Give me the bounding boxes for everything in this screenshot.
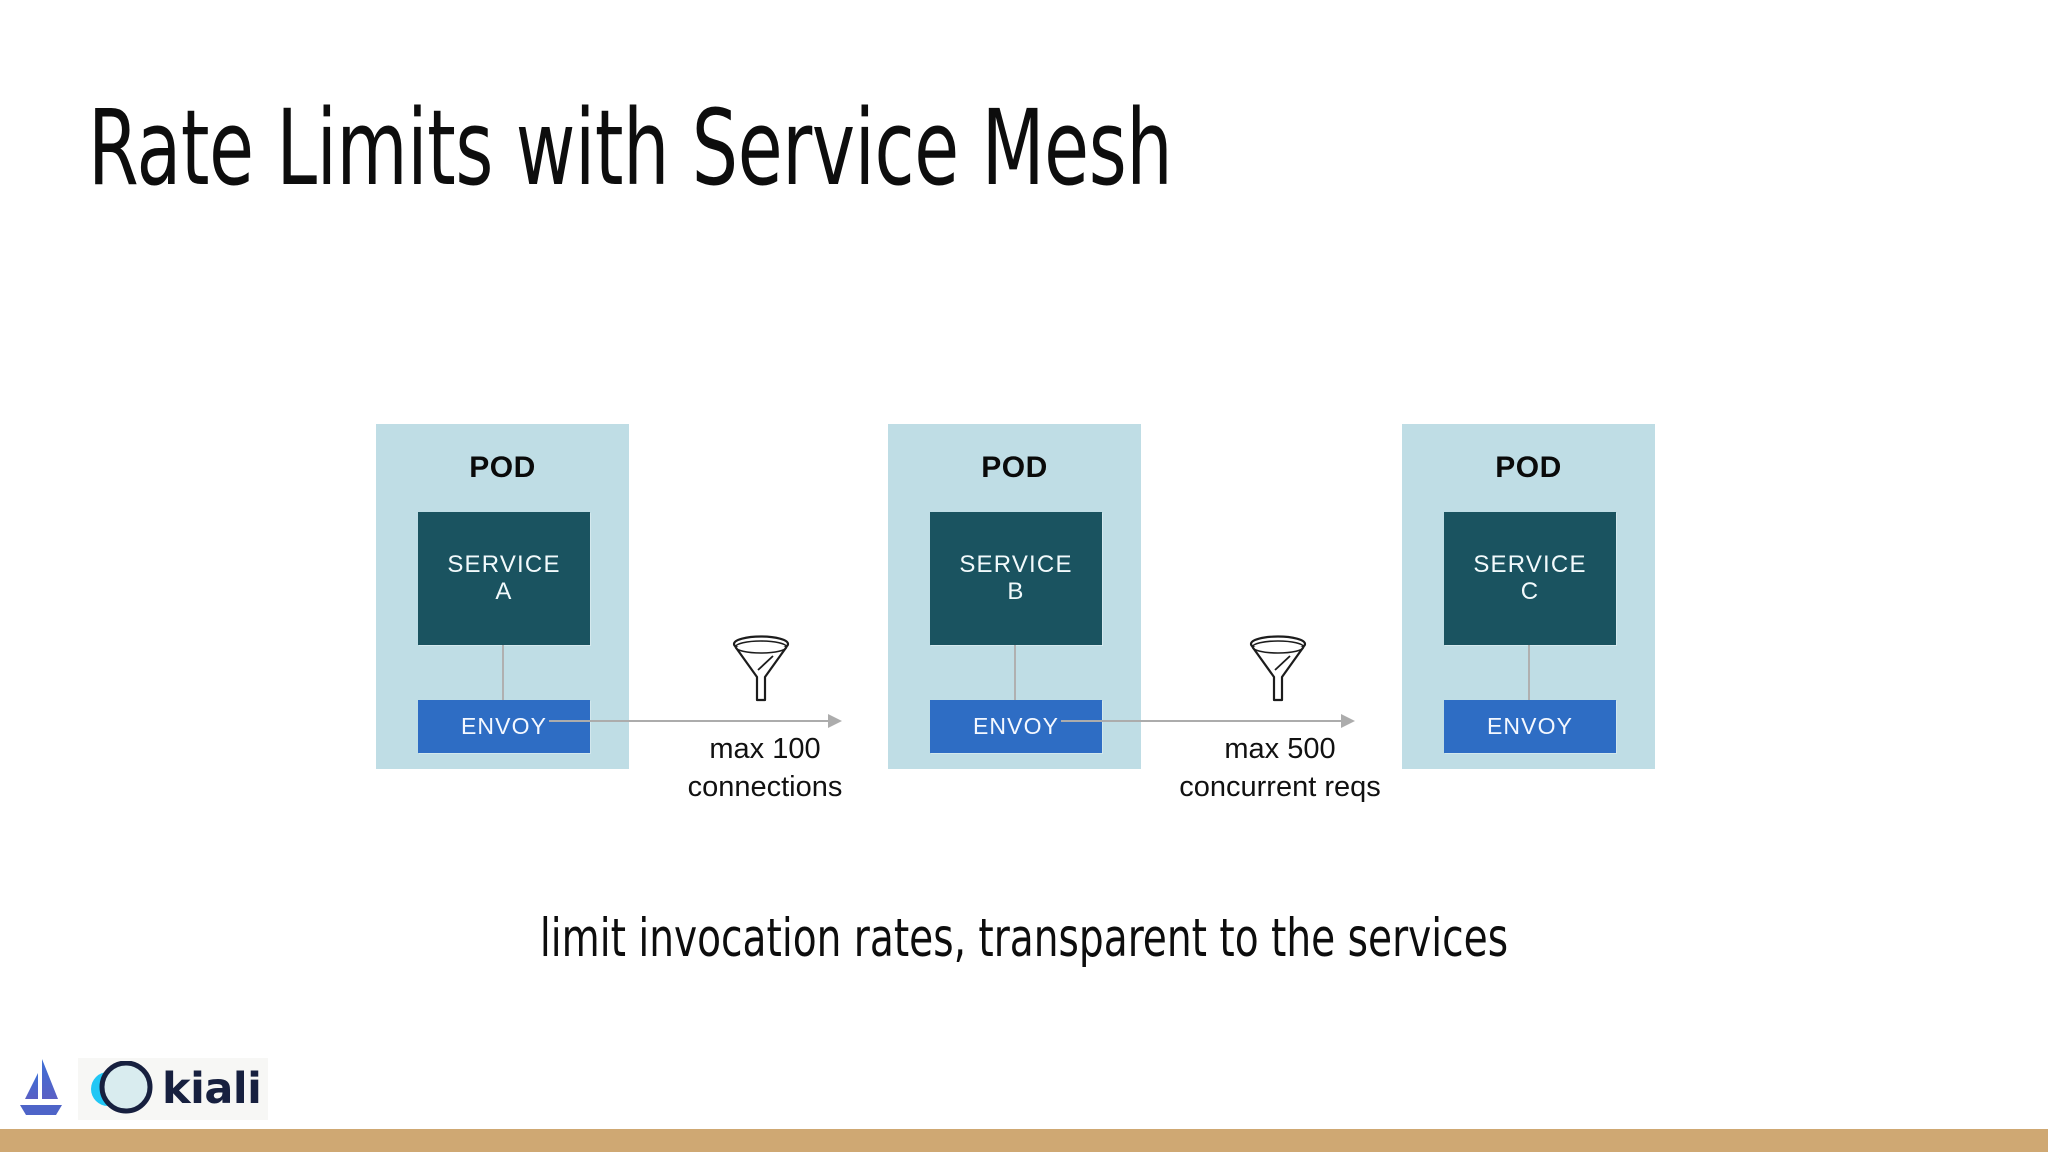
rate-limit-label-1: max 100 connections xyxy=(575,730,955,807)
service-box-a: SERVICE A xyxy=(418,512,590,645)
service-name: SERVICE xyxy=(959,550,1073,578)
pod-b: POD SERVICE B ENVOY xyxy=(888,424,1141,769)
traffic-arrow-b-to-c xyxy=(1061,714,1355,728)
limit-line-2: connections xyxy=(687,771,843,804)
envoy-label: ENVOY xyxy=(1486,713,1574,739)
service-to-envoy-connector xyxy=(1528,645,1530,700)
kiali-mark-icon xyxy=(91,1061,153,1114)
limit-line-1: max 100 xyxy=(709,733,821,765)
service-to-envoy-connector xyxy=(502,645,504,700)
service-name: SERVICE xyxy=(447,550,561,578)
arrow-shaft xyxy=(549,720,829,722)
envoy-label: ENVOY xyxy=(972,713,1060,739)
slide-caption: limit invocation rates, transparent to t… xyxy=(539,908,1509,969)
limit-line-1: max 500 xyxy=(1224,733,1336,765)
limit-line-2: concurrent reqs xyxy=(1179,771,1381,804)
arrow-head-icon xyxy=(828,714,842,728)
bottom-accent-bar xyxy=(0,1129,2048,1152)
kiali-logo: kiali xyxy=(78,1058,268,1120)
traffic-arrow-a-to-b xyxy=(549,714,842,728)
service-name: SERVICE xyxy=(1473,550,1587,578)
page-title: Rate Limits with Service Mesh xyxy=(88,87,1173,209)
envoy-box-c: ENVOY xyxy=(1444,700,1616,753)
service-to-envoy-connector xyxy=(1014,645,1016,700)
service-box-c: SERVICE C xyxy=(1444,512,1616,645)
pod-label: POD xyxy=(981,451,1048,484)
pod-label: POD xyxy=(1495,451,1562,484)
envoy-box-b: ENVOY xyxy=(930,700,1102,753)
funnel-icon xyxy=(728,634,794,706)
istio-logo-icon xyxy=(16,1055,66,1119)
pod-c: POD SERVICE C ENVOY xyxy=(1402,424,1655,769)
pod-label: POD xyxy=(469,451,536,484)
funnel-icon xyxy=(1245,634,1311,706)
arrow-shaft xyxy=(1061,720,1342,722)
service-id: C xyxy=(1520,577,1540,605)
service-box-b: SERVICE B xyxy=(930,512,1102,645)
service-id: A xyxy=(495,577,513,605)
service-id: B xyxy=(1007,577,1025,605)
pod-a: POD SERVICE A ENVOY xyxy=(376,424,629,769)
rate-limit-label-2: max 500 concurrent reqs xyxy=(1090,730,1470,807)
envoy-label: ENVOY xyxy=(460,713,548,739)
arrow-head-icon xyxy=(1341,714,1355,728)
envoy-box-a: ENVOY xyxy=(418,700,590,753)
kiali-wordmark: kiali xyxy=(162,1063,262,1114)
